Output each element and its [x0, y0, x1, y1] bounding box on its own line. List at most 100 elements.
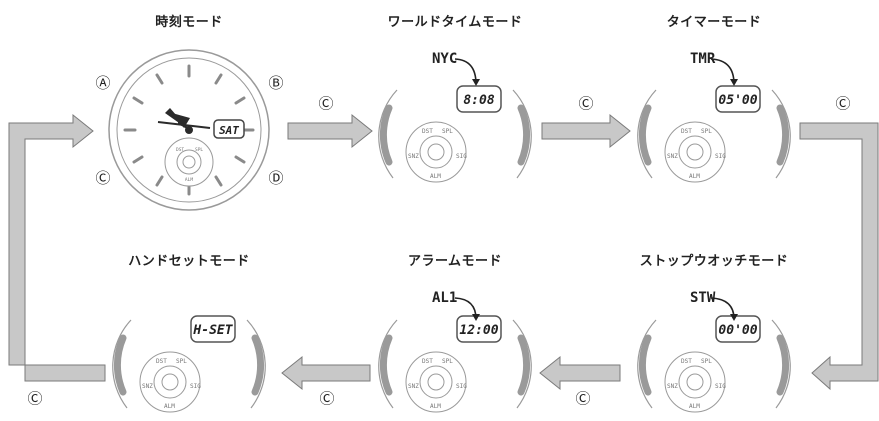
subdial-snz: SNZ — [408, 153, 419, 160]
subdial-mid — [153, 365, 187, 399]
watch-bezel — [112, 319, 132, 409]
subdial-spl: SPL — [442, 358, 453, 365]
subdial-snz: SNZ — [142, 383, 153, 390]
button-guard-right — [776, 334, 790, 396]
watch-bezel-right — [512, 319, 532, 409]
day-display: SAT — [219, 124, 239, 137]
subdial-inner — [427, 373, 445, 391]
subdial-spl: SPL — [195, 147, 203, 153]
second-hand — [157, 121, 211, 129]
button-guard-right — [517, 334, 531, 396]
arrow-handset-to-time — [8, 113, 106, 382]
button-guard-right — [776, 104, 790, 166]
button-guard-left — [638, 334, 652, 396]
subdial-outer — [664, 121, 726, 183]
transition-label-stopwatch-to-alarm: Ⓒ — [575, 389, 591, 408]
watch-bezel — [378, 89, 398, 179]
subdial-alm: ALM — [689, 173, 700, 180]
subdial-alm: ALM — [185, 177, 193, 183]
watch-bezel — [637, 89, 657, 179]
transition-label-world-to-timer: Ⓒ — [578, 94, 594, 113]
subdial-mid — [678, 135, 712, 169]
button-guard-left — [638, 104, 652, 166]
subdial-dst: DST — [422, 128, 433, 135]
hour-markers — [123, 64, 255, 196]
subdial-spl: SPL — [701, 128, 712, 135]
watch-bezel — [378, 319, 398, 409]
transition-label-handset-to-time: Ⓒ — [27, 389, 43, 408]
timekeeping-subdial: DST SPL ALM — [164, 137, 214, 187]
subdial-dst: DST — [176, 147, 184, 153]
lcd-window — [456, 85, 502, 113]
subdial-mid — [678, 365, 712, 399]
arrow-time-to-world — [287, 113, 373, 149]
day-window — [213, 119, 245, 139]
subdial-dst: DST — [681, 358, 692, 365]
subdial-sig: SIG — [715, 383, 726, 390]
lcd-window — [715, 85, 761, 113]
lcd-display: 8:08 — [463, 93, 494, 108]
lcd-window — [456, 315, 502, 343]
subdial-inner — [686, 373, 704, 391]
subdial-dst: DST — [156, 358, 167, 365]
subdial-alm: ALM — [689, 403, 700, 410]
lcd-window — [190, 315, 236, 343]
transition-label-time-to-world: Ⓒ — [318, 94, 334, 113]
subdial-inner — [686, 143, 704, 161]
title-stopwatch: ストップウオッチモード — [639, 254, 789, 269]
lcd-display: 12:00 — [459, 323, 498, 338]
title-timekeeping: 時刻モード — [155, 15, 223, 30]
subdial-outer — [405, 351, 467, 413]
hand-pivot — [185, 126, 193, 134]
subdial-outer — [139, 351, 201, 413]
watch-dial-inner-ring — [116, 57, 262, 203]
mode-code: TMR — [690, 51, 716, 67]
title-alarm: アラームモード — [407, 254, 503, 269]
arrow-stopwatch-to-alarm — [539, 355, 621, 391]
timekeeping-watch: SAT DST SPL ALM Ⓐ Ⓑ Ⓒ Ⓓ — [95, 49, 284, 211]
watch-bezel-right — [512, 89, 532, 179]
subdial-mid — [419, 135, 453, 169]
subdial-snz: SNZ — [667, 153, 678, 160]
lcd-window — [715, 315, 761, 343]
subdial-sig: SIG — [715, 153, 726, 160]
flow-arrows — [8, 113, 879, 391]
pointer-arrowhead — [730, 79, 738, 86]
subdial-snz: SNZ — [408, 383, 419, 390]
button-guard-left — [379, 104, 393, 166]
subdial-sig: SIG — [456, 153, 467, 160]
subdial-sig: SIG — [190, 383, 201, 390]
transition-label-alarm-to-handset: Ⓒ — [319, 389, 335, 408]
button-guard-left — [113, 334, 127, 396]
lcd-display: 00'00 — [718, 323, 757, 338]
subdial-spl: SPL — [701, 358, 712, 365]
subdial-dst: DST — [422, 358, 433, 365]
arrow-timer-to-stopwatch — [799, 122, 879, 391]
pointer-arrowhead — [472, 314, 480, 321]
subdial-sig: SIG — [456, 383, 467, 390]
watch-bezel — [637, 319, 657, 409]
subdial-outer — [664, 351, 726, 413]
subdial-dst: DST — [681, 128, 692, 135]
watch-bezel-right — [771, 319, 791, 409]
subdial-spl: SPL — [442, 128, 453, 135]
button-label-d: Ⓓ — [268, 169, 283, 187]
title-world-time: ワールドタイムモード — [387, 15, 523, 30]
lcd-display: H-SET — [192, 323, 233, 338]
subdial-alm: ALM — [430, 403, 441, 410]
button-guard-left — [379, 334, 393, 396]
subdial-inner — [161, 373, 179, 391]
subdial-spl: SPL — [176, 358, 187, 365]
button-label-c: Ⓒ — [95, 169, 110, 187]
pointer-arrowhead — [472, 79, 480, 86]
subdial-alm: ALM — [430, 173, 441, 180]
button-guard-right — [251, 334, 265, 396]
pointer-arrowhead — [730, 314, 738, 321]
watch-bezel-right — [771, 89, 791, 179]
